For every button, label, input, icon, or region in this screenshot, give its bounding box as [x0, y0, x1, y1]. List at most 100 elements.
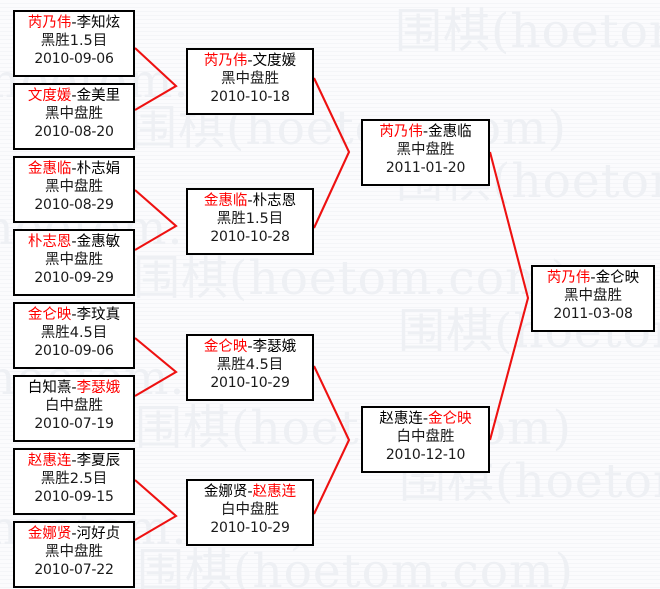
player-left: 金惠临 — [27, 161, 72, 177]
match-date: 2011-03-08 — [553, 305, 633, 322]
player-left: 金娜贤 — [203, 484, 248, 500]
match-result: 黑胜1.5目 — [40, 33, 108, 50]
match-result: 黑胜2.5目 — [40, 471, 108, 488]
player-right: 河好贞 — [76, 526, 121, 542]
match-box-r2m1[interactable]: 芮乃伟-文度媛 黑中盘胜 2010-10-18 — [186, 48, 314, 115]
match-result: 黑中盘胜 — [45, 179, 103, 196]
match-players: 金惠临-朴志娟 — [17, 160, 131, 178]
match-players: 金娜贤-赵惠连 — [190, 483, 310, 501]
player-left: 芮乃伟 — [203, 53, 248, 69]
player-left: 金仑映 — [27, 307, 72, 323]
player-right: 金美里 — [76, 88, 121, 104]
match-box-r1m5[interactable]: 金仑映-李玟真 黑胜4.5目 2010-09-06 — [13, 302, 135, 369]
match-players: 芮乃伟-李知炫 — [17, 14, 131, 32]
match-date: 2010-10-29 — [210, 519, 290, 536]
match-result: 黑胜4.5目 — [216, 357, 284, 374]
match-date: 2010-09-15 — [34, 488, 114, 505]
player-right: 金仑映 — [595, 270, 640, 286]
match-date: 2010-07-22 — [34, 561, 114, 578]
player-left: 金娜贤 — [27, 526, 72, 542]
match-date: 2010-09-06 — [34, 342, 114, 359]
connector-r1m7-r2m4 — [134, 479, 178, 541]
match-date: 2010-09-06 — [34, 50, 114, 67]
player-right: 李瑟娥 — [76, 380, 121, 396]
match-date: 2010-12-10 — [385, 446, 466, 463]
match-box-r1m2[interactable]: 文度媛-金美里 黑中盘胜 2010-08-20 — [13, 83, 135, 150]
player-right: 李知炫 — [76, 15, 121, 31]
player-left: 赵惠连 — [379, 411, 423, 427]
watermark-text: 围棋(hoetom.com) — [135, 401, 572, 456]
match-box-r2m3[interactable]: 金仑映-李瑟娥 黑胜4.5目 2010-10-29 — [186, 334, 314, 401]
match-players: 金娜贤-河好贞 — [17, 525, 131, 543]
match-result: 黑中盘胜 — [564, 288, 622, 305]
match-players: 芮乃伟-金仑映 — [535, 269, 651, 287]
match-result: 黑胜4.5目 — [40, 325, 108, 342]
match-box-r1m3[interactable]: 金惠临-朴志娟 黑中盘胜 2010-08-29 — [13, 156, 135, 223]
watermark-text: 围棋(hoetom.com) — [395, 4, 660, 59]
watermark-text: 围棋(hoetom.com) — [137, 544, 574, 589]
connector-sf-final — [488, 151, 530, 441]
match-box-r1m1[interactable]: 芮乃伟-李知炫 黑胜1.5目 2010-09-06 — [13, 10, 135, 77]
match-box-r1m8[interactable]: 金娜贤-河好贞 黑中盘胜 2010-07-22 — [13, 521, 135, 588]
match-box-final[interactable]: 芮乃伟-金仑映 黑中盘胜 2011-03-08 — [531, 265, 655, 332]
connector-r1m3-r2m2 — [134, 189, 178, 251]
match-result: 白中盘胜 — [45, 398, 103, 415]
match-result: 黑中盘胜 — [45, 106, 103, 123]
player-right: 文度媛 — [252, 53, 297, 69]
match-box-sf1[interactable]: 芮乃伟-金惠临 黑中盘胜 2011-01-20 — [361, 119, 490, 186]
match-box-r1m6[interactable]: 白知熹-李瑟娥 白中盘胜 2010-07-19 — [13, 375, 135, 442]
match-date: 2010-10-28 — [210, 228, 290, 245]
connector-r1m5-r2m3 — [134, 337, 178, 397]
connector-r2m3-sf2 — [313, 365, 351, 515]
match-result: 黑胜1.5目 — [216, 211, 284, 228]
player-left: 芮乃伟 — [27, 15, 72, 31]
player-right: 李玟真 — [76, 307, 121, 323]
player-left: 朴志恩 — [27, 234, 72, 250]
player-right: 金惠临 — [428, 124, 472, 140]
match-players: 文度媛-金美里 — [17, 87, 131, 105]
match-players: 白知熹-李瑟娥 — [17, 379, 131, 397]
player-left: 文度媛 — [27, 88, 72, 104]
match-date: 2010-07-19 — [34, 415, 114, 432]
match-date: 2010-10-29 — [210, 374, 290, 391]
player-left: 芮乃伟 — [379, 124, 423, 140]
match-box-r2m2[interactable]: 金惠临-朴志恩 黑胜1.5目 2010-10-28 — [186, 188, 314, 255]
player-right: 朴志娟 — [76, 161, 121, 177]
match-box-r1m4[interactable]: 朴志恩-金惠敏 黑中盘胜 2010-09-29 — [13, 229, 135, 296]
match-date: 2010-08-29 — [34, 196, 114, 213]
player-left: 金仑映 — [203, 339, 248, 355]
player-left: 芮乃伟 — [546, 270, 591, 286]
match-players: 芮乃伟-金惠临 — [365, 123, 486, 141]
match-box-sf2[interactable]: 赵惠连-金仑映 白中盘胜 2010-12-10 — [361, 406, 490, 473]
match-date: 2010-09-29 — [34, 269, 114, 286]
match-date: 2011-01-20 — [385, 159, 466, 176]
player-left: 赵惠连 — [27, 453, 72, 469]
player-left: 金惠临 — [203, 193, 248, 209]
player-right: 赵惠连 — [252, 484, 297, 500]
match-players: 金仑映-李瑟娥 — [190, 338, 310, 356]
match-result: 黑中盘胜 — [221, 71, 279, 88]
player-right: 李瑟娥 — [252, 339, 297, 355]
player-right: 朴志恩 — [252, 193, 297, 209]
player-left: 白知熹 — [27, 380, 72, 396]
match-result: 黑中盘胜 — [45, 252, 103, 269]
match-date: 2010-10-18 — [210, 88, 290, 105]
match-result: 黑中盘胜 — [396, 142, 455, 159]
watermark-text: 围棋(hoetom.com) — [133, 251, 570, 306]
match-box-r1m7[interactable]: 赵惠连-李夏辰 黑胜2.5目 2010-09-15 — [13, 448, 135, 515]
match-result: 白中盘胜 — [221, 502, 279, 519]
match-players: 朴志恩-金惠敏 — [17, 233, 131, 251]
connector-r1m1-r2m1 — [134, 47, 178, 111]
match-players: 赵惠连-金仑映 — [365, 410, 486, 428]
match-players: 芮乃伟-文度媛 — [190, 52, 310, 70]
match-players: 金惠临-朴志恩 — [190, 192, 310, 210]
match-players: 赵惠连-李夏辰 — [17, 452, 131, 470]
match-result: 白中盘胜 — [396, 429, 455, 446]
player-right: 金仑映 — [428, 411, 472, 427]
match-date: 2010-08-20 — [34, 123, 114, 140]
match-box-r2m4[interactable]: 金娜贤-赵惠连 白中盘胜 2010-10-29 — [186, 479, 314, 546]
player-right: 李夏辰 — [76, 453, 121, 469]
connector-r2m1-sf1 — [313, 77, 351, 229]
match-result: 黑中盘胜 — [45, 544, 103, 561]
